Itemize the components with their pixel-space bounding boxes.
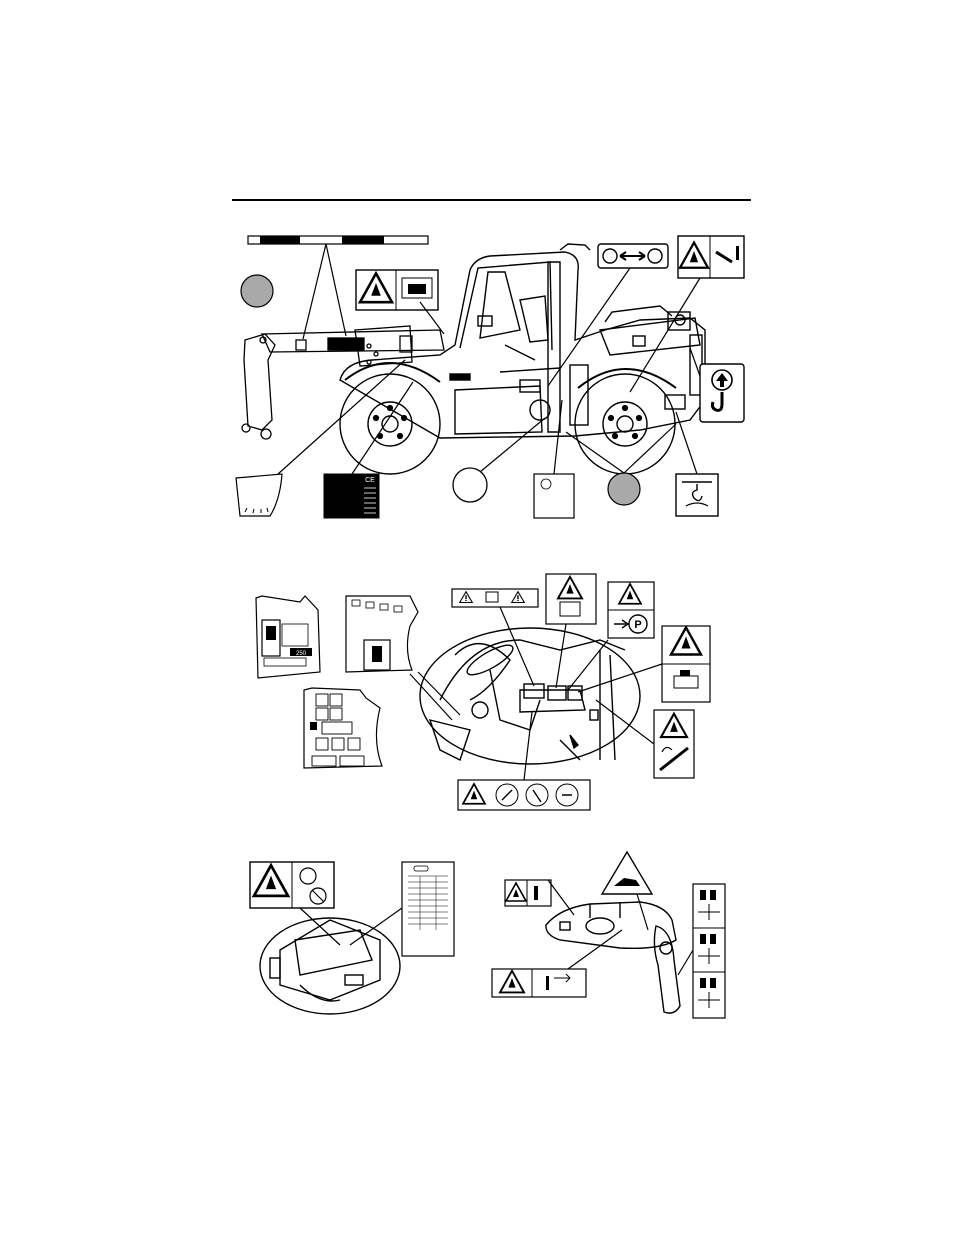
cab-interior: 250: [256, 574, 710, 810]
switch-panel-decal: [304, 688, 382, 768]
seat-warning-decal: [546, 574, 596, 624]
warning-strip-decal: [452, 589, 538, 607]
rear-wheel: [575, 369, 676, 474]
fluid-chart-decal: [402, 862, 454, 956]
ce-mark: CE: [365, 477, 375, 484]
hydraulic-info-decal: [534, 474, 574, 518]
joystick-warning-decal-1: [505, 880, 551, 906]
crush-hazard-decal: [356, 270, 438, 310]
cab-dashboard-view: [420, 628, 640, 764]
joystick-warning-decal-2: [492, 969, 586, 997]
boom-stripe-decal: [248, 236, 428, 244]
panel-hand-decal: [346, 596, 418, 672]
callout-open-1: [453, 468, 487, 502]
front-wheel: [340, 363, 440, 474]
joystick-function-decal: [693, 884, 725, 1018]
angle-indicator-decal: [236, 474, 282, 516]
lift-hook-decal: [700, 364, 744, 422]
machine-side-view: CE: [236, 236, 744, 518]
tire-arrow-decal: [598, 244, 668, 268]
large-warning-triangle: [602, 852, 652, 894]
left-panel-decal: 250: [256, 596, 320, 678]
serial-plate-decal: CE: [324, 474, 379, 518]
boom-pinch-decal: [654, 710, 694, 778]
engine-and-joystick: [250, 852, 725, 1018]
boom-warning-decal: [678, 236, 744, 278]
engine-compartment-view: [260, 918, 400, 1014]
tie-down-decal: [676, 474, 718, 516]
overload-warning-decal: [662, 626, 710, 702]
svg-text:P: P: [634, 619, 641, 631]
no-smoking-decal: [250, 862, 334, 908]
parking-brake-decal: P: [608, 582, 654, 638]
capacity-value: 250: [296, 651, 307, 657]
callout-shaded-2: [608, 473, 640, 505]
callout-shaded-1: [241, 275, 273, 307]
control-info-decal: [458, 780, 590, 810]
